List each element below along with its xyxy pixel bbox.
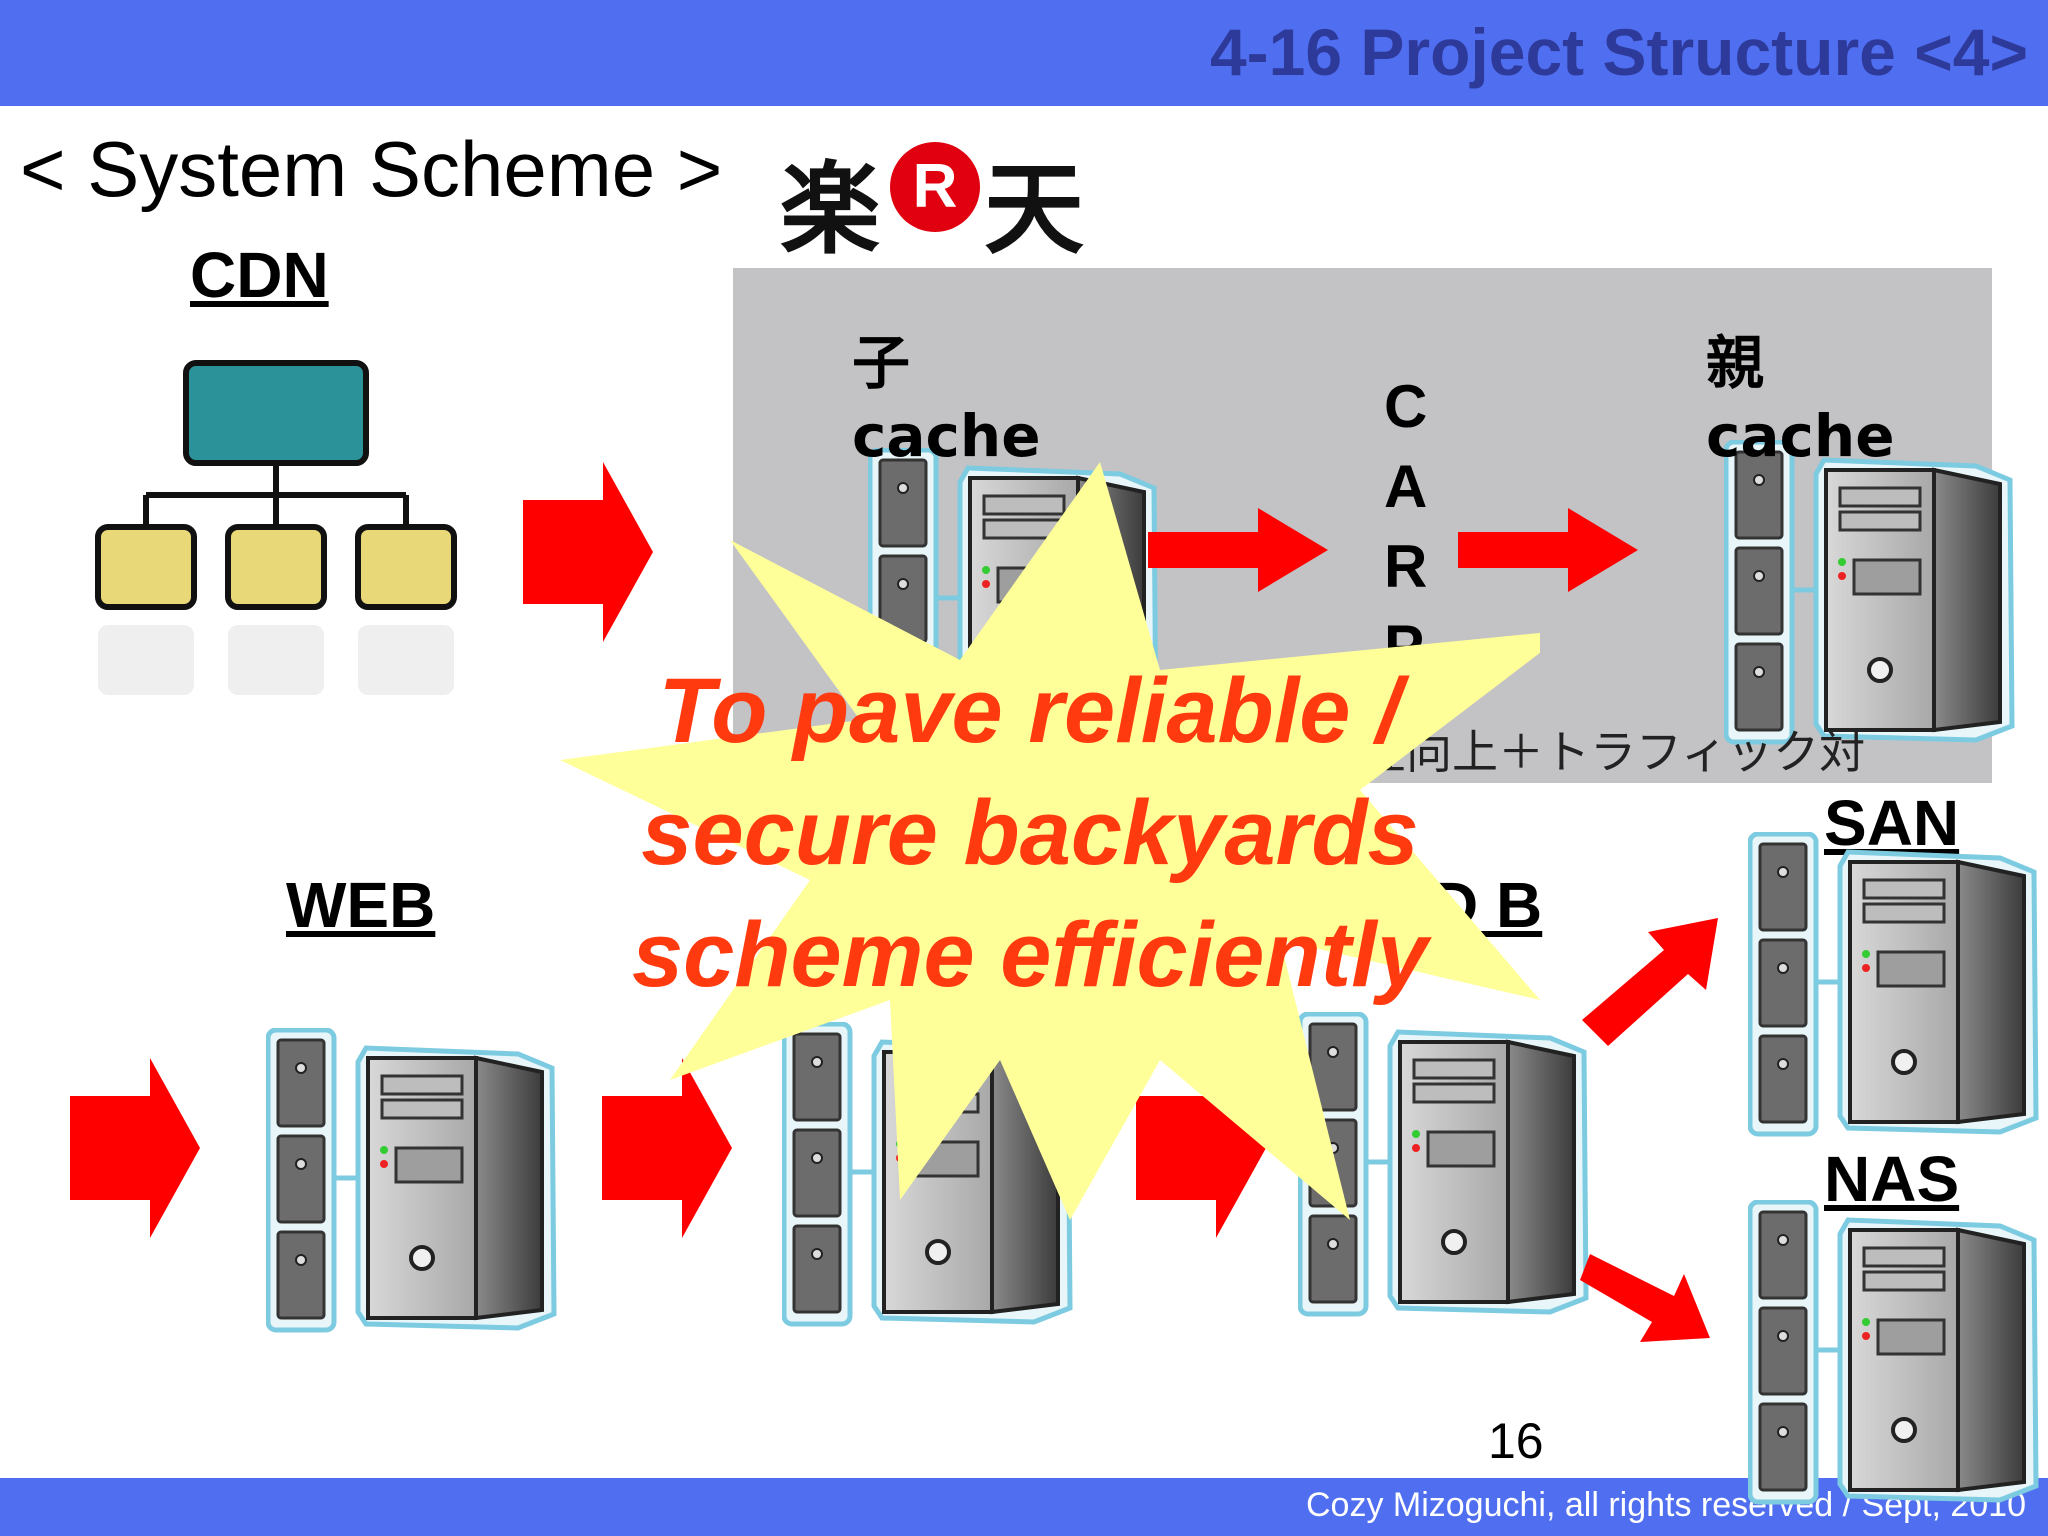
starburst-callout (560, 462, 1540, 1220)
cdn-hierarchy-icon (95, 360, 457, 695)
child-cache-label: cache (852, 402, 1041, 470)
san-label: SAN (1824, 787, 1960, 859)
carp-letter-a: A (1384, 453, 1428, 520)
arrow-to-web (70, 1058, 200, 1238)
section-label: < System Scheme > (20, 125, 723, 213)
nas-server-icon (1748, 1200, 2048, 1505)
child-cache-kanji: 子 (852, 329, 911, 397)
arrow-db-to-nas (1580, 1254, 1710, 1342)
page-number: 16 (1488, 1413, 1544, 1469)
cdn-label: CDN (190, 239, 329, 311)
carp-letter-r: R (1384, 533, 1428, 600)
footer-bar (0, 1478, 2048, 1536)
slogan-line-3: scheme efficiently (631, 904, 1428, 1006)
san-server-icon (1748, 832, 2048, 1137)
parent-cache-label: cache (1706, 402, 1895, 470)
parent-cache-server-icon (1724, 440, 2024, 745)
logo-badge-letter: R (912, 152, 958, 221)
carp-letter-c: C (1384, 373, 1428, 440)
web-server-icon (266, 1028, 566, 1333)
slide-title: 4-16 Project Structure <4> (1209, 15, 2028, 89)
logo-right-char: 天 (984, 151, 1084, 268)
slogan-line-1: To pave reliable / (658, 660, 1402, 762)
nas-label: NAS (1824, 1143, 1960, 1215)
arrow-db-to-san (1582, 918, 1718, 1046)
header-bar (0, 0, 2048, 106)
web-label: WEB (286, 869, 436, 941)
logo-badge (890, 142, 980, 232)
parent-cache-kanji: 親 (1706, 329, 1765, 397)
logo-left-char: 楽 (780, 151, 880, 268)
cache-box-note: 性向上＋トラフィック対 (1360, 725, 1866, 779)
slogan-text: To pave reliable / secure backyards sche… (560, 650, 1500, 1016)
slogan-line-2: secure backyards (641, 782, 1419, 884)
